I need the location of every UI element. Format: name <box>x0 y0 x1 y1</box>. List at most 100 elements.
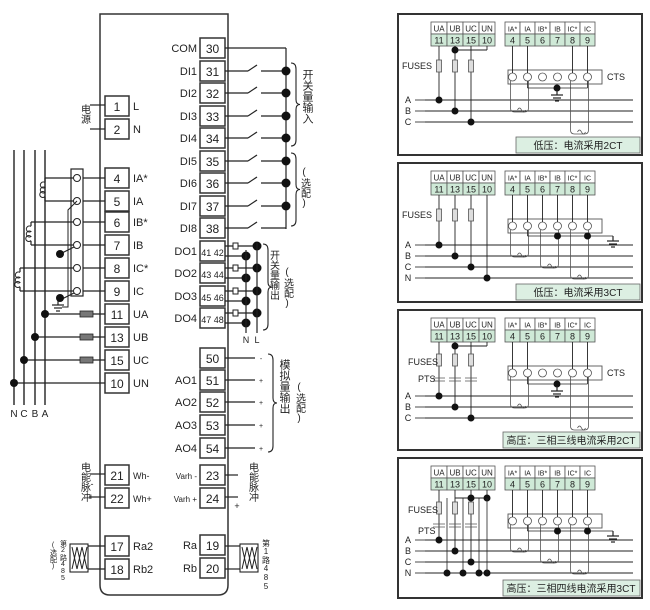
panel-caption: 高压：三相四线电流采用3CT <box>507 582 636 595</box>
terminal-number: 53 <box>206 419 220 433</box>
phase-label: N <box>405 568 412 578</box>
relay-icon <box>232 242 239 250</box>
wiring-panel-1: UA11UB13UC15UN10IA*4IA5IB*6IB7IC*8IC9ABC… <box>397 13 643 156</box>
voltage-terminal-label: UB <box>449 25 460 34</box>
junction-dot <box>10 379 18 387</box>
current-terminal-label: IB <box>554 176 561 183</box>
junction-dot <box>451 547 459 555</box>
brace <box>267 353 278 453</box>
current-terminal-label: IC* <box>568 176 578 183</box>
polarity-label: + <box>259 378 263 385</box>
caption-box <box>515 283 641 301</box>
rs485-wiring: 第2路485(选配)第1路485 <box>50 538 271 591</box>
current-terminal-label: IB <box>554 471 561 478</box>
ct-loop <box>570 525 589 575</box>
voltage-terminal-number: 15 <box>466 480 476 490</box>
polarity-label: + <box>259 400 263 407</box>
ct-coil-icon <box>577 569 586 575</box>
ct-coil-icon <box>577 129 586 135</box>
terminal-number: 8 <box>114 262 121 276</box>
phase-label: B <box>405 546 411 556</box>
strand <box>246 546 253 570</box>
terminal-box <box>199 557 226 579</box>
voltage-terminal-number: 10 <box>482 332 492 342</box>
caption-box <box>502 431 641 449</box>
terminal-label: UB <box>133 332 148 344</box>
terminal-label: COM <box>171 43 197 55</box>
current-terminal-label: IB* <box>538 176 548 183</box>
current-terminal-number: 8 <box>570 332 575 342</box>
terminal-number: 9 <box>114 285 121 299</box>
current-terminal-number: 9 <box>585 36 590 46</box>
phase-label: C <box>405 413 412 423</box>
current-terminal-number: 9 <box>585 332 590 342</box>
current-terminal-label: IA* <box>508 323 518 330</box>
ct-screw-icon <box>73 241 81 249</box>
terminal-label: UN <box>133 378 149 390</box>
ct-screw-icon <box>568 368 577 378</box>
voltage-terminal-label: UN <box>481 469 493 478</box>
terminal-number: 5 <box>114 195 121 209</box>
polarity-label: + <box>88 492 93 502</box>
current-terminal-number: 7 <box>555 332 560 342</box>
current-terminal-label: IC* <box>568 27 578 34</box>
ct-screw-icon <box>508 221 517 231</box>
voltage-terminal-number: 10 <box>482 185 492 195</box>
phase-label: A <box>405 535 411 545</box>
junction-dot <box>451 46 459 54</box>
terminal-label: UA <box>133 309 149 321</box>
polarity-label: + <box>259 446 263 453</box>
twisted-pair-icon <box>239 543 259 573</box>
junction-dot <box>467 558 475 566</box>
terminal-number: 7 <box>114 239 121 253</box>
junction-dot <box>281 66 291 76</box>
ct-screw-icon <box>523 221 532 231</box>
terminal-number: 52 <box>206 396 220 410</box>
voltage-terminal-label: UA <box>433 321 445 330</box>
terminal-number: 33 <box>206 110 220 124</box>
fuse-icon <box>436 353 442 367</box>
terminal-label: Varh + <box>174 495 198 504</box>
terminal-label: IA <box>133 196 144 208</box>
ct-screw-icon <box>508 368 517 378</box>
current-terminal-number: 5 <box>525 36 530 46</box>
junction-dot <box>41 310 49 318</box>
current-terminal-label: IB* <box>538 27 548 34</box>
junction-dot <box>281 201 291 211</box>
junction-dot <box>435 536 443 544</box>
ct-coil-icon <box>517 107 526 113</box>
terminal-number: 43 44 <box>201 270 224 280</box>
terminal-label: Wh- <box>133 471 150 481</box>
terminal-label: DI6 <box>180 178 197 190</box>
current-terminal-label: IA* <box>508 471 518 478</box>
terminal-box <box>104 95 130 117</box>
ct-screw-icon <box>73 287 81 295</box>
energy-pulse-label: 电能脉冲 <box>79 461 91 503</box>
ct-coil-icon <box>577 274 586 280</box>
phase-label: A <box>405 95 411 105</box>
phase-label: C <box>405 117 412 127</box>
junction-dot <box>553 84 561 92</box>
fuse-icon <box>79 310 94 318</box>
terminal-number: 15 <box>110 354 124 368</box>
terminal-label: UC <box>133 355 149 367</box>
current-terminal-number: 8 <box>570 36 575 46</box>
ct-screw-icon <box>583 368 592 378</box>
panel-caption: 高压：三相三线电流采用2CT <box>507 434 636 447</box>
voltage-terminal-label: UC <box>465 321 477 330</box>
rs485-2-label: 第2路485 <box>60 539 68 582</box>
terminal-number: 20 <box>206 562 220 576</box>
ct-screw-icon <box>583 221 592 231</box>
